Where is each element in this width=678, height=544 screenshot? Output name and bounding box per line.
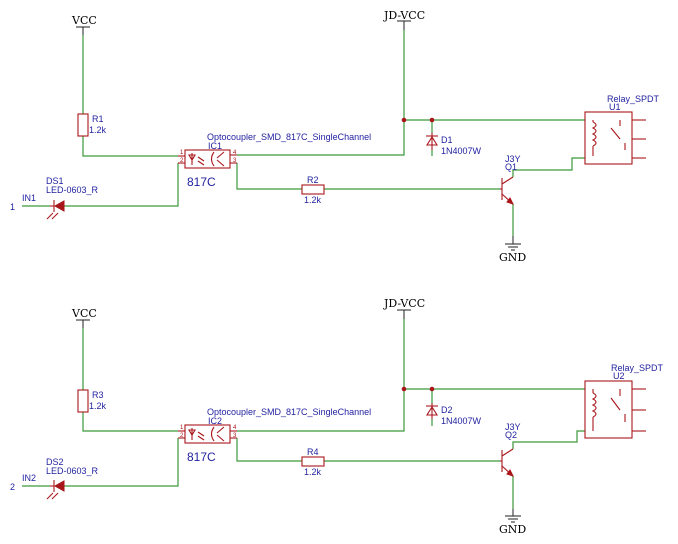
r4-value: 1.2k [304,467,322,477]
jd-vcc-power-symbol: JD-VCC [383,297,425,319]
r1-ref: R1 [92,114,104,124]
relay-u1: Relay_SPDT U1 [584,94,660,165]
ds2-value: LED-0603_R [46,466,99,476]
pin-4-label: 4 [233,425,237,431]
u2-value: Relay_SPDT [611,363,664,373]
pin-2-label: 2 [180,433,184,439]
transistor-q2: J3Y Q2 [500,422,521,477]
r2-ref: R2 [307,175,319,185]
input-port-in1: 1 IN1 [10,193,36,212]
u1-value: Relay_SPDT [607,94,660,104]
ic1-marking: 817C [187,175,216,189]
channel-2: VCC JD-VCC GND [10,297,664,536]
gnd-label: GND [499,523,526,536]
junction [429,117,435,123]
ic2-value: Optocoupler_SMD_817C_SingleChannel [207,407,371,417]
pin-3-label: 3 [233,433,237,439]
wires [22,319,585,509]
junction [401,117,407,123]
vcc-power-symbol: VCC [71,307,97,328]
r4-ref: R4 [307,447,319,457]
q1-ref: Q1 [505,162,517,172]
ic2-marking: 817C [187,450,216,464]
optocoupler-ic1: 1 2 4 3 Optocoupler_SMD_817C_SingleChann… [178,132,371,189]
ic2-ref: IC2 [208,416,222,426]
resistor-r1: R1 1.2k [77,113,107,137]
gnd-power-symbol: GND [499,509,526,536]
q2-ref: Q2 [505,430,517,440]
r3-ref: R3 [92,390,104,400]
in1-label: IN1 [22,193,36,203]
pin-2-label: 2 [180,158,184,164]
gnd-label: GND [499,251,526,264]
input-port-in2: 2 IN2 [10,473,36,492]
channel-1: VCC JD-VCC GND [10,9,660,264]
ic1-value: Optocoupler_SMD_817C_SingleChannel [207,132,371,142]
in2-number: 2 [10,482,15,492]
vcc-power-symbol: VCC [71,14,97,35]
resistor-r3: R3 1.2k [77,389,107,413]
in1-number: 1 [10,202,15,212]
transistor-q1: J3Y Q1 [500,154,521,205]
junction [429,386,435,392]
r1-value: 1.2k [89,125,107,135]
ds2-ref: DS2 [46,457,64,467]
ds1-ref: DS1 [46,176,64,186]
junction [401,386,407,392]
ic1-ref: IC1 [208,141,222,151]
jd-vcc-label: JD-VCC [383,297,425,310]
q1-value: J3Y [505,154,521,164]
r3-value: 1.2k [89,401,107,411]
pin-1-label: 1 [180,425,184,431]
resistor-r4: R4 1.2k [301,447,325,477]
d1-value: 1N4007W [441,146,482,156]
ds1-value: LED-0603_R [46,185,99,195]
vcc-label: VCC [71,307,97,320]
led-ds1: DS1 LED-0603_R [46,176,99,220]
gnd-power-symbol: GND [499,236,526,264]
jd-vcc-power-symbol: JD-VCC [383,9,425,30]
u1-ref: U1 [609,102,621,112]
q2-value: J3Y [505,422,521,432]
led-ds2: DS2 LED-0603_R [46,457,99,500]
d2-ref: D2 [441,405,453,415]
optocoupler-ic2: 1 2 4 3 Optocoupler_SMD_817C_SingleChann… [178,407,371,464]
pin-3-label: 3 [233,158,237,164]
diode-d2: D2 1N4007W [426,403,482,426]
resistor-r2: R2 1.2k [301,175,325,205]
in2-label: IN2 [22,473,36,483]
pin-4-label: 4 [233,150,237,156]
diode-d1: D1 1N4007W [426,133,482,156]
relay-u2: Relay_SPDT U2 [584,363,664,439]
d1-ref: D1 [441,135,453,145]
jd-vcc-label: JD-VCC [383,9,425,22]
vcc-label: VCC [71,14,97,27]
d2-value: 1N4007W [441,416,482,426]
r2-value: 1.2k [304,195,322,205]
pin-1-label: 1 [180,150,184,156]
u2-ref: U2 [613,371,625,381]
